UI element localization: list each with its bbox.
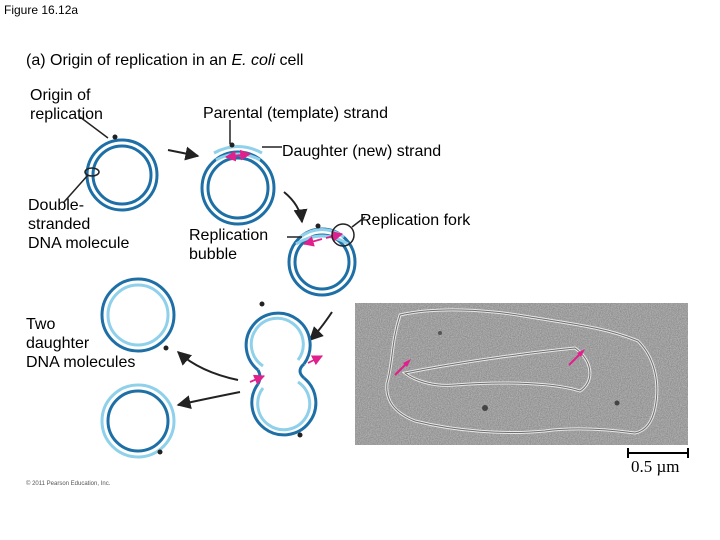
copyright-notice: © 2011 Pearson Education, Inc. xyxy=(26,481,111,487)
scale-bar-label: 0.5 µm xyxy=(631,457,680,476)
label-double-stranded-dna: Double- stranded DNA molecule xyxy=(28,197,130,252)
arrowhead-icon xyxy=(577,349,585,357)
label-two-daughter-dna: Two daughter DNA molecules xyxy=(26,316,136,371)
flow-arrow-1 xyxy=(167,146,200,161)
dna-circle-stage-3 xyxy=(287,223,357,297)
dna-figure-eight-stage-4 xyxy=(244,301,323,438)
dna-circle-stage-1 xyxy=(84,134,159,212)
label-replication-fork: Replication fork xyxy=(360,212,471,229)
electron-micrograph xyxy=(355,303,688,445)
label-origin-of-replication: Origin of replication xyxy=(30,87,103,123)
origin-dot xyxy=(112,134,118,140)
label-parental-strand: Parental (template) strand xyxy=(203,105,388,122)
daughter-dna-molecule-top xyxy=(100,277,176,353)
label-replication-bubble: Replication bubble xyxy=(189,227,269,263)
subtitle-text: (a) Origin of replication in an xyxy=(26,52,232,69)
flow-arrow-4a xyxy=(176,351,239,381)
leader-fork xyxy=(351,216,366,228)
leader-origin xyxy=(79,116,109,139)
subtitle-text-end: cell xyxy=(275,52,304,69)
arrowhead-icon xyxy=(403,359,411,367)
dna-circle-stage-2 xyxy=(200,142,276,226)
figure-subtitle: (a) Origin of replication in an E. coli … xyxy=(26,52,303,70)
scale-bar xyxy=(627,448,689,458)
replication-fork-marker xyxy=(331,223,355,247)
subtitle-organism: E. coli xyxy=(231,52,276,69)
flow-arrow-4b xyxy=(176,391,241,410)
flow-arrow-2 xyxy=(283,191,308,224)
origin-marker xyxy=(84,167,100,177)
flow-arrow-3 xyxy=(309,311,333,341)
daughter-dna-molecule-bottom xyxy=(100,383,176,459)
leader-double-stranded xyxy=(63,174,89,203)
figure-label: Figure 16.12a xyxy=(4,3,79,17)
label-daughter-strand: Daughter (new) strand xyxy=(282,143,442,160)
